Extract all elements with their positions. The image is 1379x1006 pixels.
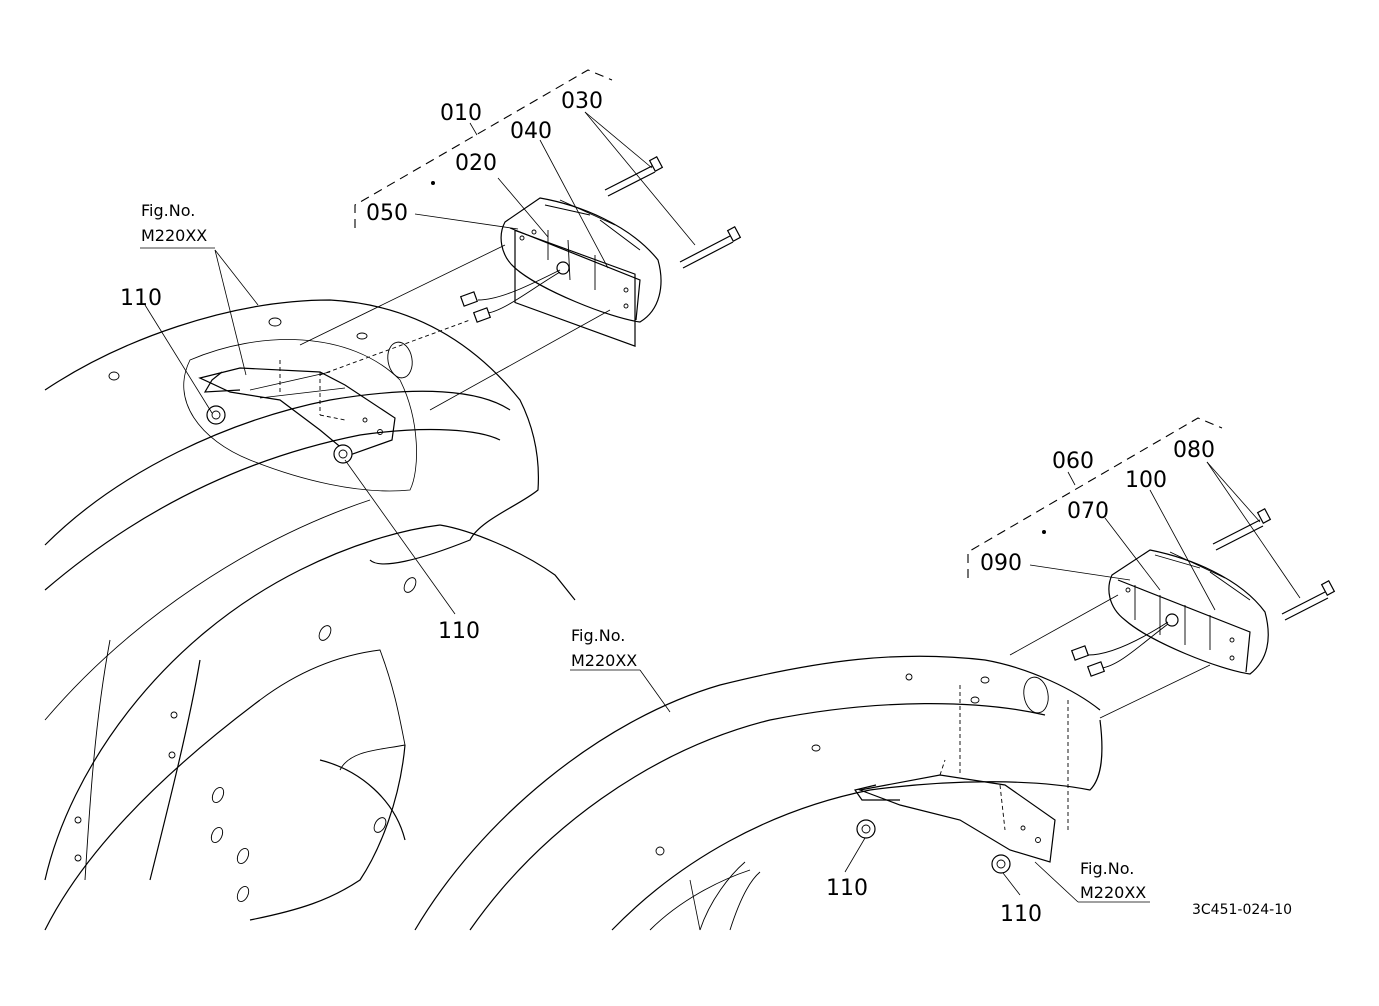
callout-060: 060	[1052, 449, 1094, 474]
callout-100: 100	[1125, 468, 1167, 493]
callout-110-a: 110	[120, 286, 162, 311]
bolts-080	[1212, 508, 1336, 621]
left-assembly-guides	[299, 69, 613, 411]
right-combination-lamp	[1070, 549, 1269, 677]
right-lamp-bracket	[854, 685, 1069, 874]
fig-ref-right-line2: M220XX	[1080, 883, 1146, 902]
callout-070: 070	[1067, 499, 1109, 524]
callout-080: 080	[1173, 438, 1215, 463]
callout-010: 010	[440, 101, 482, 126]
dot-020	[431, 181, 435, 185]
right-assembly-guides	[967, 417, 1223, 719]
nut-110-c	[856, 819, 876, 839]
left-fender	[44, 299, 576, 931]
callout-050: 050	[366, 201, 408, 226]
fig-ref-center-line1: Fig.No.	[571, 626, 625, 645]
nut-110-a	[206, 405, 226, 425]
callout-040: 040	[510, 119, 552, 144]
callout-110-d: 110	[1000, 902, 1042, 927]
fig-ref-center-line2: M220XX	[571, 651, 637, 670]
left-lamp-bracket	[183, 339, 417, 492]
callout-110-b: 110	[438, 619, 480, 644]
fig-ref-left-line1: Fig.No.	[141, 201, 195, 220]
bolts-030	[604, 156, 742, 269]
callout-090: 090	[980, 551, 1022, 576]
dot-070	[1042, 530, 1046, 534]
nut-110-d	[991, 854, 1011, 874]
callout-020: 020	[455, 151, 497, 176]
drawing-number: 3C451-024-10	[1192, 902, 1292, 918]
nut-110-b	[333, 444, 353, 464]
callout-labels: 010 030 040 020 050 110 110 060 080 100 …	[120, 89, 1215, 927]
callout-030: 030	[561, 89, 603, 114]
callout-110-c: 110	[826, 876, 868, 901]
leader-lines	[140, 111, 1301, 903]
fig-ref-left-line2: M220XX	[141, 226, 207, 245]
left-combination-lamp	[459, 197, 662, 347]
figure-references: Fig.No. M220XX Fig.No. M220XX Fig.No. M2…	[141, 201, 1146, 902]
fig-ref-right-line1: Fig.No.	[1080, 859, 1134, 878]
right-fender	[414, 655, 1103, 931]
